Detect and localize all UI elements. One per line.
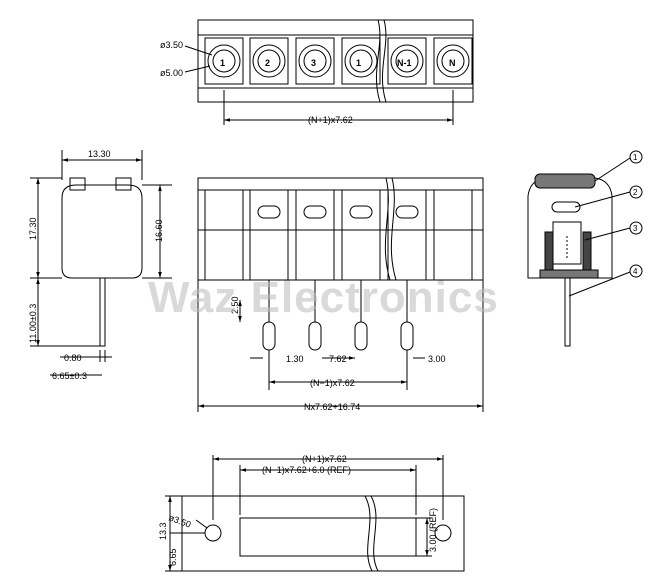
callout-3: 3 xyxy=(633,224,638,233)
dim-side-height-total: 17.30 xyxy=(28,217,38,240)
callout-2: 2 xyxy=(633,188,638,197)
dim-top-overall: (N+1)x7.62 xyxy=(308,115,353,125)
dim-fp-height: 13.3 xyxy=(158,522,168,540)
footprint-hole-right xyxy=(434,524,452,542)
side-view-labels: 13.30 17.30 16.60 11.00±0.3 0.80 6.65±0.… xyxy=(28,149,164,381)
front-pins xyxy=(262,280,414,351)
section-pin xyxy=(564,277,571,347)
dim-front-end-offset: 3.00 xyxy=(428,354,446,364)
front-barriers xyxy=(204,189,473,281)
section-screw xyxy=(551,201,581,213)
front-body xyxy=(197,177,484,281)
dim-front-pin-drop: 2.50 xyxy=(230,296,240,314)
dim-fp-slot-width: 3.00 (REF) xyxy=(428,508,438,552)
side-body xyxy=(61,184,143,279)
dim-front-pin-width: 1.30 xyxy=(286,354,304,364)
top-view-labels: 1 2 3 1 N-1 N ø3.50 ø5.00 (N+1)x7.62 xyxy=(160,40,456,125)
dim-fp-hole-offset: 6.65 xyxy=(168,548,178,566)
footprint-labels: (N+1)x7.62 (N−1)x7.62+6.0 (REF) 3.00 (RE… xyxy=(158,454,438,566)
dim-fp-overall: (N+1)x7.62 xyxy=(302,454,347,464)
dim-hole-large: ø5.00 xyxy=(160,68,183,78)
top-view xyxy=(184,19,474,125)
pin-label-2: 2 xyxy=(265,58,270,68)
dim-side-width: 13.30 xyxy=(88,149,111,159)
dim-hole-small: ø3.50 xyxy=(160,40,183,50)
terminal-cells xyxy=(204,37,473,85)
dim-front-overall: Nx7.62+16.74 xyxy=(304,402,360,412)
dim-side-pin-offset: 6.65±0.3 xyxy=(52,371,87,381)
front-view xyxy=(197,177,484,412)
dim-front-pitch: 7.62 xyxy=(329,354,347,364)
section-view xyxy=(527,150,643,347)
dim-fp-slot-length: (N−1)x7.62+6.0 (REF) xyxy=(262,465,351,475)
front-break-line xyxy=(384,177,391,281)
side-view xyxy=(30,150,172,376)
dim-front-pin-span: (N−1)x7.62 xyxy=(310,378,355,388)
section-callouts: 1 2 3 4 xyxy=(633,153,638,276)
side-pin xyxy=(99,277,106,347)
side-screw-left xyxy=(69,177,86,191)
pin-label-n-1: N-1 xyxy=(397,58,412,68)
front-screws xyxy=(257,205,419,219)
screw-heads xyxy=(207,44,470,78)
footprint-slot xyxy=(239,517,417,557)
section-body xyxy=(527,177,613,279)
pin-label-4: 1 xyxy=(356,58,361,68)
footprint-break-line xyxy=(364,495,373,572)
dim-side-height-body: 16.60 xyxy=(154,219,164,242)
footprint-view xyxy=(165,455,465,572)
callout-4: 4 xyxy=(633,267,638,276)
watermark-text: Waz Electronics xyxy=(148,273,499,322)
pin-label-3: 3 xyxy=(311,58,316,68)
dim-side-pin-length: 11.00±0.3 xyxy=(28,304,38,343)
pin-label-n: N xyxy=(449,58,456,68)
pin-label-1: 1 xyxy=(220,58,225,68)
front-view-labels: 2.50 1.30 7.62 3.00 (N−1)x7.62 Nx7.62+16… xyxy=(230,296,446,412)
break-line xyxy=(375,19,381,103)
footprint-outline xyxy=(181,495,465,572)
top-view-outline xyxy=(197,19,474,103)
footprint-hole-left xyxy=(204,524,222,542)
section-cover xyxy=(534,173,596,189)
callout-1: 1 xyxy=(633,153,638,162)
side-screw-right xyxy=(115,177,132,191)
dim-fp-hole-dia: ø3.50 xyxy=(167,512,192,529)
dim-side-pin-thickness: 0.80 xyxy=(64,353,82,363)
